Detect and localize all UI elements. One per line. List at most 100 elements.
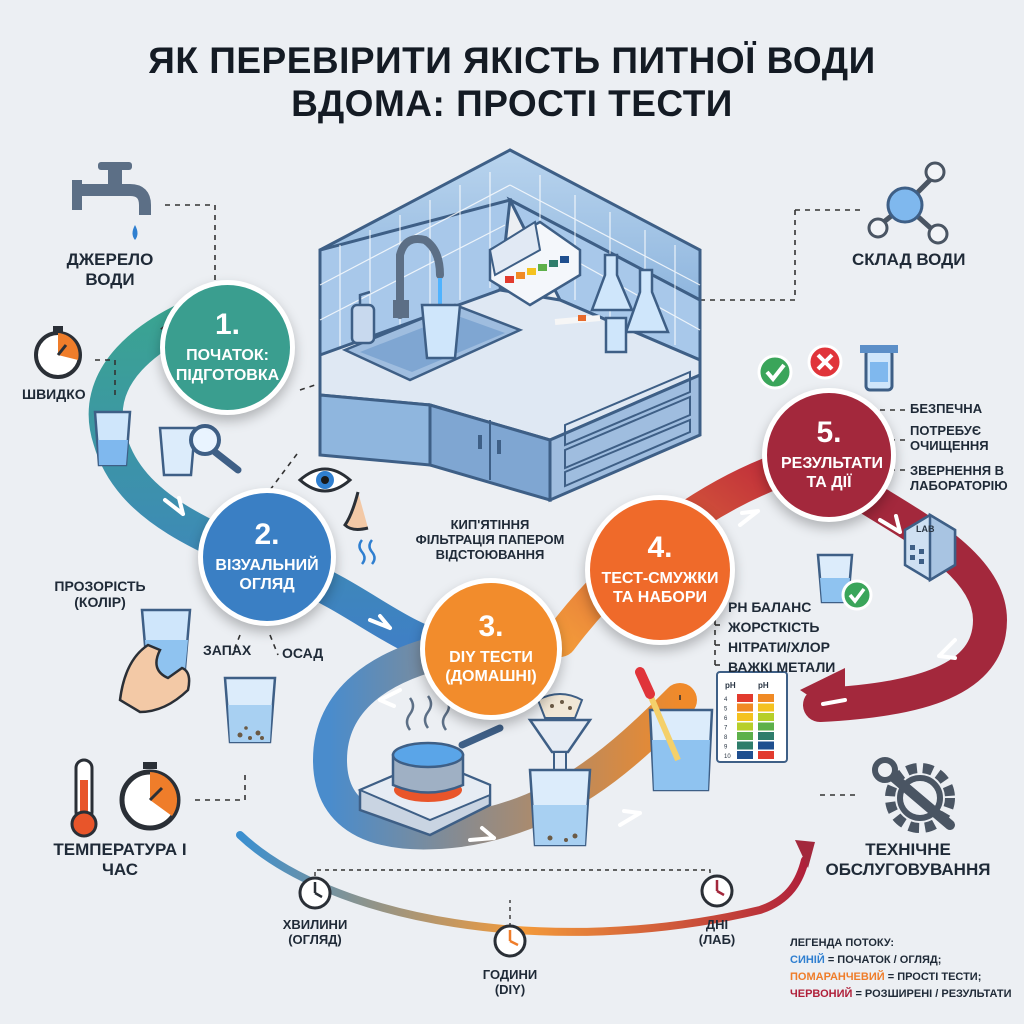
label-temperature-time: ТЕМПЕРАТУРА І ЧАС	[53, 840, 187, 879]
diy-method-paper-filter: ФІЛЬТРАЦІЯ ПАПЕРОМ	[415, 531, 565, 547]
ph-color-chart: pH pH 4 5 6 7 8 9 10	[716, 671, 788, 763]
ph-color-swatch	[758, 741, 774, 750]
flow-legend: ЛЕГЕНДА ПОТОКУ: СИНІЙ = ПОЧАТОК / ОГЛЯД;…	[790, 935, 1020, 1003]
dropper-beaker-icon	[635, 667, 714, 792]
step-1-number: 1.	[214, 308, 241, 342]
faucet-icon	[72, 162, 151, 240]
clock-days-icon	[700, 874, 734, 908]
glass-icon	[93, 410, 132, 467]
lab-sign: LAB	[916, 524, 935, 534]
label-clarity: ПРОЗОРІСТЬ (КОЛІР)	[54, 578, 146, 611]
ph-row-label: 6	[724, 716, 728, 722]
label-smell: ЗАПАХ	[203, 642, 252, 658]
timeline-days-label: ДНІ (ЛАБ)	[698, 917, 736, 947]
ph-color-swatch	[737, 732, 753, 740]
lab-building-icon: LAB	[903, 512, 957, 583]
legend-desc-red: = РОЗШИРЕНІ / РЕЗУЛЬТАТИ	[852, 988, 1012, 1001]
step-3-number: 3.	[478, 609, 504, 643]
ph-chart-rows: 4 5 6 7 8 9 10	[724, 694, 774, 760]
cross-icon	[807, 344, 843, 380]
diy-method-boiling: КИП'ЯТІННЯ	[450, 517, 530, 532]
step-4-name: ТЕСТ-СМУЖКИ ТА НАБОРИ	[601, 569, 719, 606]
legend-desc-blue: = ПОЧАТОК / ОГЛЯД;	[824, 954, 942, 967]
result-safe: БЕЗПЕЧНА	[910, 401, 983, 416]
flow-segment-start	[88, 283, 467, 667]
step-2-circle: 2. ВІЗУАЛЬНИЙ ОГЛЯД	[198, 488, 336, 626]
step-3-name: DIY ТЕСТИ (ДОМАШНІ)	[445, 648, 537, 685]
gear-wrench-icon	[872, 757, 955, 833]
ph-row-label: 7	[724, 726, 728, 732]
ph-row-label: 9	[724, 745, 728, 751]
legend-key-red: ЧЕРВОНИЙ	[790, 988, 853, 1001]
stopwatch-icon	[34, 326, 82, 379]
result-needs-treatment: ПОТРЕБУЄ ОЧИЩЕННЯ	[910, 423, 989, 453]
clean-water-glass-icon	[816, 553, 873, 611]
funnel-filter-icon	[527, 693, 593, 847]
strip-parameters-list: PH БАЛАНС ЖОРСТКІСТЬ НІТРАТИ/ХЛОР ВАЖКІ …	[728, 597, 835, 677]
step-2-name: ВІЗУАЛЬНИЙ ОГЛЯД	[215, 556, 319, 593]
param-nitrates-chlorine: НІТРАТИ/ХЛОР	[728, 639, 830, 655]
label-sediment: ОСАД	[282, 645, 324, 661]
ph-color-swatch	[758, 732, 774, 740]
title-line-1: ЯК ПЕРЕВІРИТИ ЯКІСТЬ ПИТНОЇ ВОДИ	[148, 40, 876, 81]
flow-direction-markers	[163, 496, 957, 842]
flow-segment-end	[803, 463, 1008, 722]
hand-with-glass-icon	[118, 608, 192, 714]
step-5-circle: 5. РЕЗУЛЬТАТИ ТА ДІЇ	[762, 388, 896, 522]
time-axis	[236, 831, 815, 958]
ph-row-label: 4	[724, 697, 728, 703]
thermometer-icon	[70, 758, 98, 838]
ph-color-swatch	[737, 703, 753, 712]
check-icon	[757, 354, 793, 390]
label-water-source: ДЖЕРЕЛО ВОДИ	[66, 250, 154, 289]
step-1-circle: 1. ПОЧАТОК: ПІДГОТОВКА	[160, 280, 295, 415]
magnifier-glass-icon	[158, 424, 242, 477]
result-send-to-lab: ЗВЕРНЕННЯ В ЛАБОРАТОРІЮ	[910, 463, 1008, 493]
label-quick: ШВИДКО	[22, 386, 86, 402]
clock-minutes-icon	[298, 876, 332, 910]
molecule-icon	[867, 161, 949, 245]
timeline-minutes-label: ХВИЛИНИ (ОГЛЯД)	[282, 917, 348, 947]
diy-method-settling: ВІДСТОЮВАННЯ	[435, 546, 545, 562]
timer-icon	[119, 762, 181, 831]
ph-row-label: 5	[724, 707, 728, 713]
stove-with-pot-icon	[357, 695, 504, 837]
ph-color-swatch	[737, 751, 753, 759]
sediment-glass-icon	[223, 676, 277, 744]
legend-key-blue: СИНІЙ	[790, 954, 825, 967]
ph-color-swatch	[758, 722, 774, 731]
title-line-2: ВДОМА: ПРОСТІ ТЕСТИ	[291, 82, 733, 124]
param-heavy-metals: ВАЖКІ МЕТАЛИ	[728, 659, 836, 675]
water-filter-icon	[860, 345, 898, 392]
legend-row-red: ЧЕРВОНИЙ = РОЗШИРЕНІ / РЕЗУЛЬТАТИ	[790, 986, 1020, 1003]
ph-color-swatch	[737, 741, 753, 750]
legend-desc-orange: = ПРОСТІ ТЕСТИ;	[884, 971, 982, 984]
ph-color-swatch	[737, 713, 753, 721]
ph-color-swatch	[758, 713, 774, 721]
param-ph: PH БАЛАНС	[728, 599, 812, 615]
clock-hours-icon	[493, 924, 527, 958]
step-4-circle: 4. ТЕСТ-СМУЖКИ ТА НАБОРИ	[585, 495, 735, 645]
step-5-name: РЕЗУЛЬТАТИ ТА ДІЇ	[781, 454, 884, 491]
timeline-hours-label: ГОДИНИ (DIY)	[482, 967, 538, 997]
flow-arrow-head	[800, 668, 845, 720]
step-1-name: ПОЧАТОК: ПІДГОТОВКА	[175, 347, 280, 384]
ph-row-label: 8	[724, 735, 728, 741]
legend-row-blue: СИНІЙ = ПОЧАТОК / ОГЛЯД;	[790, 952, 1020, 969]
eye-icon	[297, 467, 353, 493]
page-title: ЯК ПЕРЕВІРИТИ ЯКІСТЬ ПИТНОЇ ВОДИ ВДОМА: …	[0, 40, 1024, 125]
flow-segment-middle	[312, 633, 697, 850]
label-maintenance: ТЕХНІЧНЕ ОБСЛУГОВУВАННЯ	[825, 840, 991, 879]
diy-methods-list: КИП'ЯТІННЯ ФІЛЬТРАЦІЯ ПАПЕРОМ ВІДСТОЮВАН…	[405, 517, 575, 563]
param-hardness: ЖОРСТКІСТЬ	[728, 619, 820, 635]
legend-title: ЛЕГЕНДА ПОТОКУ:	[790, 937, 895, 949]
ph-row-label: 10	[724, 754, 731, 760]
ph-chart-header-2: pH	[758, 681, 769, 690]
ph-color-swatch	[737, 722, 753, 731]
nose-icon	[343, 491, 376, 565]
ph-color-swatch	[737, 694, 753, 702]
ph-color-swatch	[758, 694, 774, 702]
ph-chart-header-1: pH	[725, 681, 736, 690]
